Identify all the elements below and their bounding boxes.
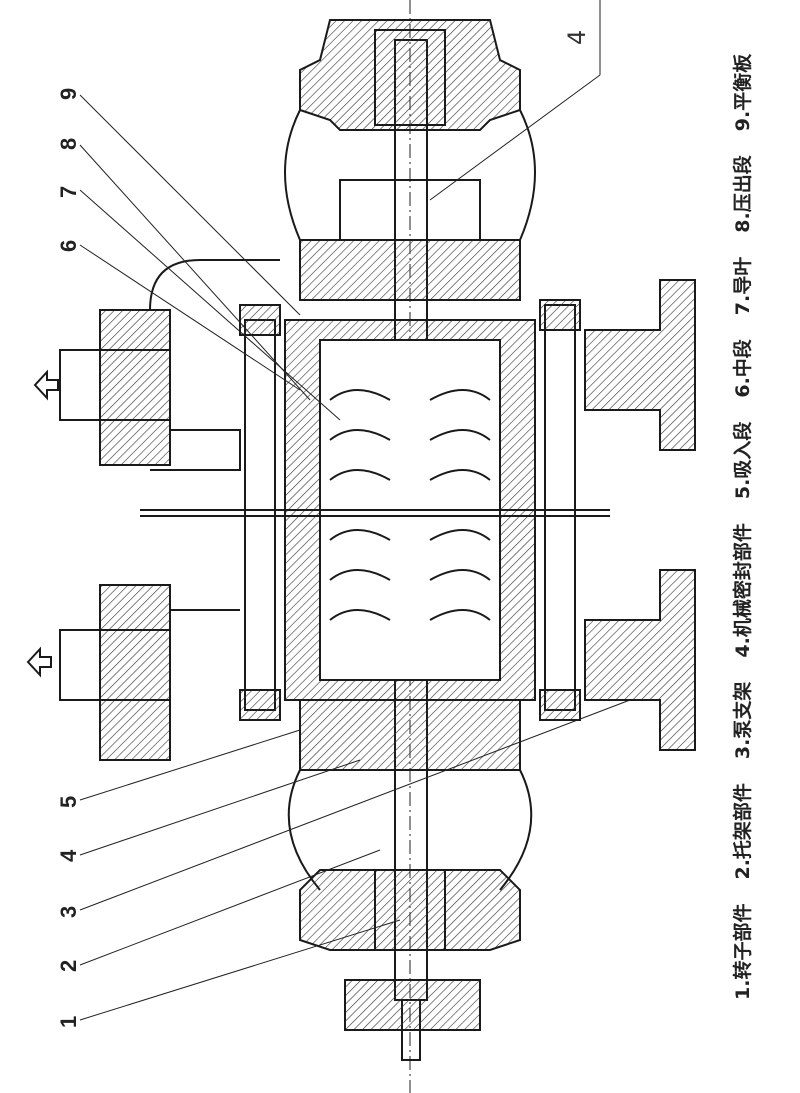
pump-casing-stages: [140, 319, 610, 701]
pump-supports: [584, 279, 696, 751]
legend-item: 2.托架部件: [732, 783, 754, 880]
legend-item: 6.中段: [732, 339, 754, 398]
callout-8: 8: [56, 138, 81, 150]
callout-2: 2: [56, 960, 81, 972]
tie-bolts: [239, 299, 581, 721]
legend-item: 5.吸入段: [732, 421, 754, 500]
callout-3: 3: [56, 906, 81, 918]
legend-item: 4.机械密封部件: [732, 523, 754, 658]
legend-item: 8.压出段: [732, 155, 754, 233]
discharge-flange: [59, 259, 280, 471]
callout-4: 4: [56, 849, 81, 862]
suction-flange: [59, 584, 240, 761]
top-bearing-bracket: [284, 19, 536, 301]
leader-lines: [79, 0, 631, 1021]
callout-6: 6: [56, 240, 81, 252]
outlet-arrow-icon: [33, 369, 59, 401]
legend-item: 9.平衡板: [732, 53, 754, 132]
legend-item: 3.泵支架: [732, 681, 754, 760]
callout-1: 1: [56, 1016, 81, 1028]
inlet-arrow-icon: [26, 646, 52, 678]
callout-5: 5: [56, 796, 81, 808]
bottom-bearing-bracket: [287, 699, 533, 1031]
callout-numbers: 9 8 7 6 5 4 3 2 1 4: [56, 30, 591, 1028]
callout-7: 7: [56, 186, 81, 198]
parts-legend: 1.转子部件 2.托架部件 3.泵支架 4.机械密封部件 5.吸入段 6.中段 …: [728, 54, 755, 1000]
callout-9: 9: [56, 88, 81, 100]
handwritten-mark: 4: [563, 30, 591, 45]
flow-arrows: [26, 369, 59, 678]
legend-item: 7.导叶: [732, 256, 754, 316]
legend-item: 1.转子部件: [732, 903, 754, 1000]
